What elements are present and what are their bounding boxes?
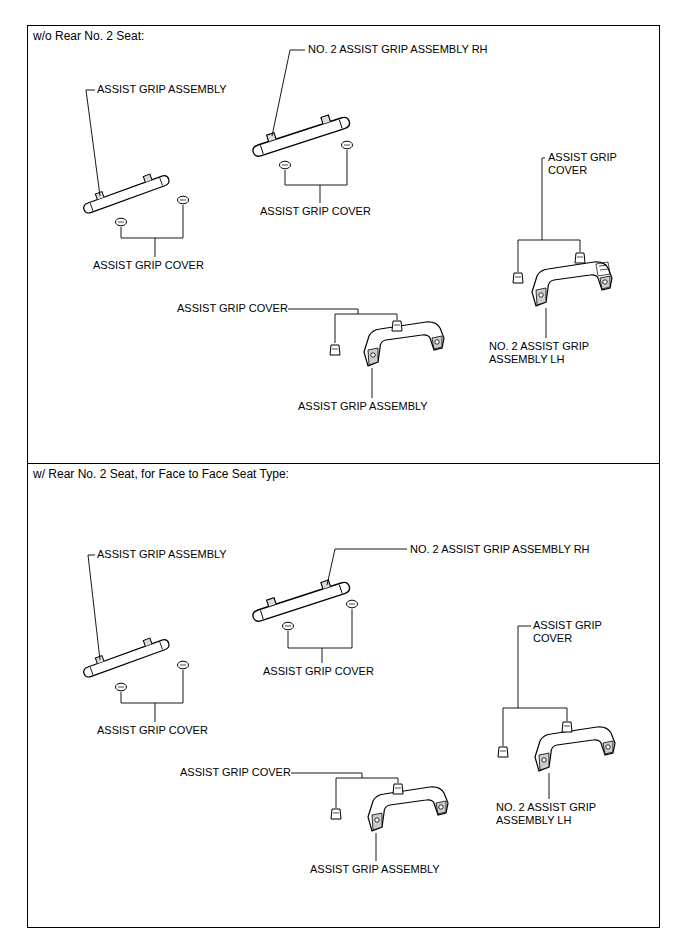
panel-heading: w/ Rear No. 2 Seat, for Face to Face Sea… (33, 467, 659, 481)
part-label-text: ASSIST GRIP ASSEMBLY (298, 400, 428, 412)
part-label: ASSIST GRIP COVER (548, 151, 628, 177)
part-label-text: ASSIST GRIP ASSEMBLY (97, 83, 227, 95)
part-label: ASSIST GRIP COVER (97, 724, 297, 737)
diagram-panel: w/ Rear No. 2 Seat, for Face to Face Sea… (27, 463, 660, 928)
part-label-text: ASSIST GRIP ASSEMBLY (310, 863, 440, 875)
part-label: ASSIST GRIP COVER (180, 766, 380, 779)
panel-heading: w/o Rear No. 2 Seat: (33, 29, 659, 43)
part-label: ASSIST GRIP ASSEMBLY (97, 548, 297, 561)
part-label: NO. 2 ASSIST GRIP ASSEMBLY LH (496, 801, 616, 827)
part-label: NO. 2 ASSIST GRIP ASSEMBLY LH (489, 340, 609, 366)
part-label: ASSIST GRIP ASSEMBLY (97, 83, 297, 96)
part-label-text: ASSIST GRIP COVER (548, 151, 617, 176)
part-label-text: ASSIST GRIP COVER (533, 619, 602, 644)
part-label-text: ASSIST GRIP COVER (180, 766, 291, 778)
part-label-text: ASSIST GRIP COVER (177, 302, 288, 314)
part-label: ASSIST GRIP COVER (263, 665, 463, 678)
part-label-text: NO. 2 ASSIST GRIP ASSEMBLY RH (410, 543, 590, 555)
part-label: ASSIST GRIP COVER (260, 205, 460, 218)
part-label-text: NO. 2 ASSIST GRIP ASSEMBLY LH (496, 801, 596, 826)
part-label: ASSIST GRIP COVER (93, 259, 293, 272)
part-label: NO. 2 ASSIST GRIP ASSEMBLY RH (410, 543, 640, 556)
part-label: ASSIST GRIP ASSEMBLY (298, 400, 498, 413)
part-label-text: NO. 2 ASSIST GRIP ASSEMBLY LH (489, 340, 589, 365)
part-label: ASSIST GRIP COVER (533, 619, 613, 645)
part-label: ASSIST GRIP ASSEMBLY (310, 863, 510, 876)
part-label-text: NO. 2 ASSIST GRIP ASSEMBLY RH (308, 43, 488, 55)
part-label-text: ASSIST GRIP COVER (263, 665, 374, 677)
part-label-text: ASSIST GRIP ASSEMBLY (97, 548, 227, 560)
part-label: NO. 2 ASSIST GRIP ASSEMBLY RH (308, 43, 528, 56)
part-label: ASSIST GRIP COVER (177, 302, 377, 315)
part-label-text: ASSIST GRIP COVER (260, 205, 371, 217)
part-label-text: ASSIST GRIP COVER (93, 259, 204, 271)
part-label-text: ASSIST GRIP COVER (97, 724, 208, 736)
